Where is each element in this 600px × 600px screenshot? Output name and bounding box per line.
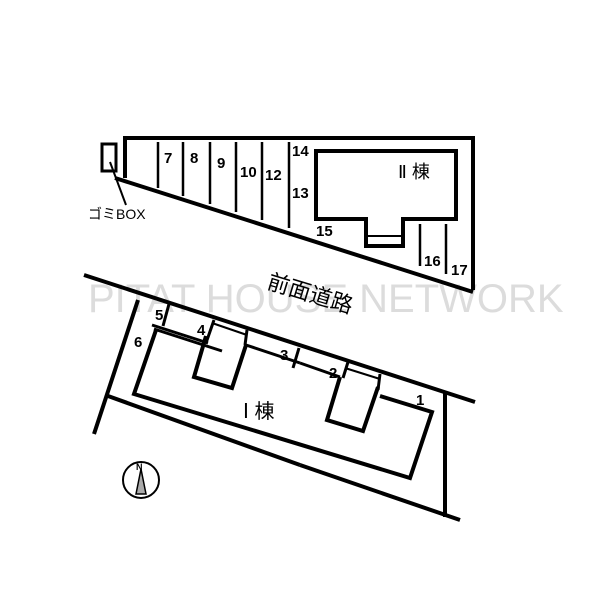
parking-space-8: 8 [190, 150, 198, 167]
south-lot [83, 273, 476, 522]
parking-space-4: 4 [197, 322, 206, 339]
parking-space-13: 13 [292, 185, 309, 202]
parking-space-12: 12 [265, 167, 282, 184]
parking-space-14: 14 [292, 143, 309, 160]
parking-space-9: 9 [217, 155, 225, 172]
north-lot [100, 136, 475, 294]
parking-space-1: 1 [416, 392, 424, 409]
parking-space-3: 3 [280, 347, 288, 364]
parking-space-5: 5 [155, 307, 163, 324]
compass-icon: N [122, 461, 160, 499]
parking-space-6: 6 [134, 334, 142, 351]
parking-space-15: 15 [316, 223, 333, 240]
building-1-label: Ⅰ 棟 [243, 400, 274, 423]
parking-space-16: 16 [424, 253, 441, 270]
parking-space-2: 2 [329, 365, 337, 382]
parking-space-7: 7 [164, 150, 172, 167]
trash-box-label: ゴミBOX [88, 206, 146, 222]
compass-north-label: N [136, 462, 143, 472]
parking-space-10: 10 [240, 164, 257, 181]
parking-space-17: 17 [451, 262, 468, 279]
building-2-label: Ⅱ 棟 [398, 162, 430, 182]
